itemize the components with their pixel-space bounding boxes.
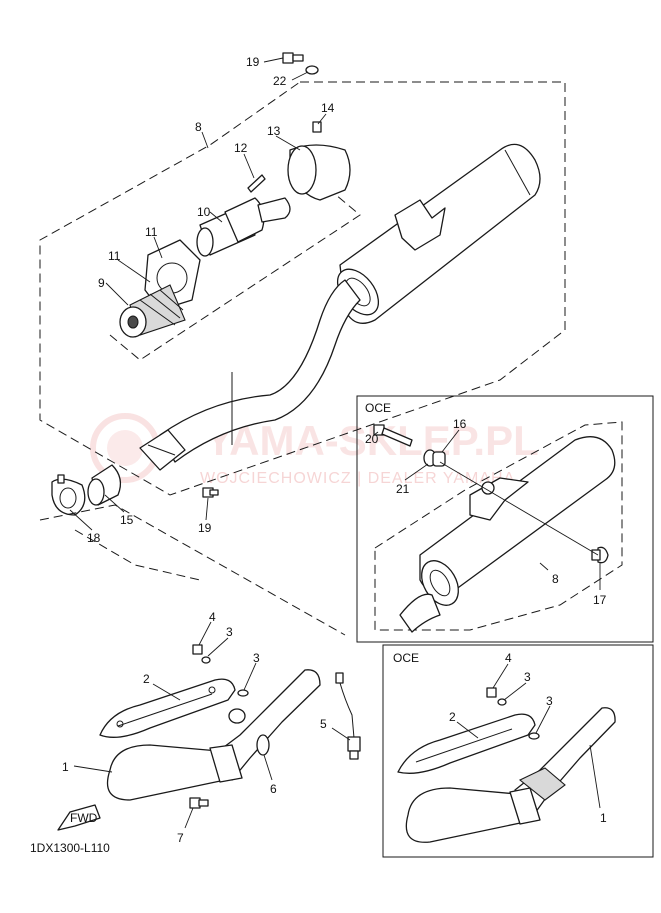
callout-11-right: 11: [145, 225, 158, 239]
top-bolt: [282, 52, 319, 75]
callout-3-upper: 3: [226, 625, 233, 639]
callout-21: 21: [396, 482, 410, 496]
callout-2-inset: 2: [449, 710, 456, 724]
callout-13: 13: [267, 124, 281, 138]
gasket-clamp-group: [51, 464, 219, 516]
callout-10: 10: [197, 205, 211, 219]
callout-numbers: 19 22 14 8 13 12 10 11 11 9 15 18 19 20 …: [62, 55, 607, 845]
callout-9: 9: [98, 276, 105, 290]
inset-bottom-label: OCE: [393, 651, 419, 665]
callout-3-inset-lower: 3: [546, 694, 553, 708]
muffler-assembly-outline: [39, 81, 566, 496]
callout-14: 14: [321, 101, 335, 115]
callout-4: 4: [209, 610, 216, 624]
fwd-arrow: FWD: [57, 804, 101, 831]
callout-8-inset: 8: [552, 572, 559, 586]
callout-22: 22: [273, 74, 287, 88]
callout-3-lower: 3: [253, 651, 260, 665]
callout-17: 17: [593, 593, 607, 607]
callout-19-bottom: 19: [198, 521, 212, 535]
leader-lines: [69, 57, 601, 829]
pipe-guide-lines: [39, 504, 346, 636]
callout-20: 20: [365, 432, 379, 446]
callout-7: 7: [177, 831, 184, 845]
fwd-label: FWD: [70, 811, 98, 825]
callout-6: 6: [270, 782, 277, 796]
callout-12: 12: [234, 141, 248, 155]
callout-16: 16: [453, 417, 467, 431]
silencer-sub-outline: [109, 189, 361, 361]
callout-5: 5: [320, 717, 327, 731]
inset-top: OCE: [356, 395, 654, 643]
callout-4-inset: 4: [505, 651, 512, 665]
inset-bottom: OCE: [382, 644, 654, 858]
callout-15: 15: [120, 513, 134, 527]
exhaust-pipe-group: [99, 644, 361, 809]
callout-3-inset-upper: 3: [524, 670, 531, 684]
muffler-body: [139, 143, 541, 471]
pipe-guide-lines-2: [74, 529, 201, 581]
callout-8-main: 8: [195, 120, 202, 134]
callout-11-left: 11: [108, 249, 121, 263]
inset-top-label: OCE: [365, 401, 391, 415]
callout-1-inset: 1: [600, 811, 607, 825]
callout-19-top: 19: [246, 55, 260, 69]
callout-2: 2: [143, 672, 150, 686]
silencer-insert: [119, 121, 351, 338]
diagram-code: 1DX1300-L110: [30, 841, 110, 855]
callout-1: 1: [62, 760, 69, 774]
callout-18: 18: [87, 531, 101, 545]
